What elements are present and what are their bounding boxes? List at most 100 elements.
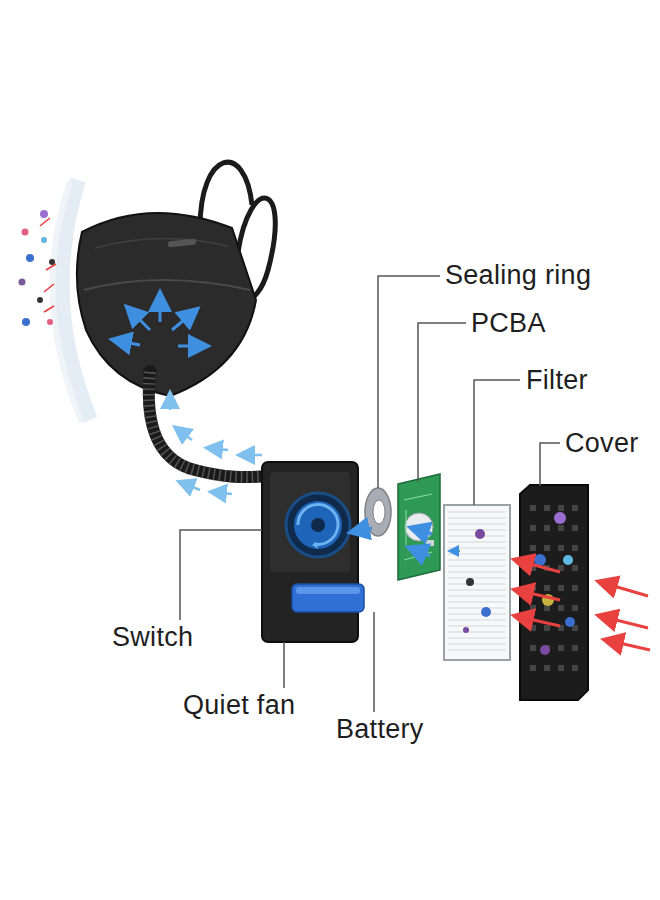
filter-direction [450, 550, 460, 552]
art-shape [530, 605, 536, 611]
art-shape [530, 545, 536, 551]
battery-highlight [296, 587, 360, 594]
art-shape [558, 565, 564, 571]
mask [77, 213, 256, 396]
part-label: Filter [526, 365, 588, 395]
pcb-shape [398, 474, 440, 580]
airflow-arrow [176, 428, 192, 440]
art-shape [544, 545, 550, 551]
airflow-arrow [240, 454, 262, 457]
hose-airflow [170, 394, 262, 494]
hose [149, 372, 268, 477]
art-shape [530, 645, 536, 651]
art-shape [544, 665, 550, 671]
airflow-arrow [212, 492, 232, 494]
particle [47, 319, 53, 325]
deflect-arrow [40, 218, 56, 312]
airflow-arrow [128, 308, 150, 330]
shield-arc-line [53, 182, 82, 422]
filter-pleats [448, 512, 506, 650]
fan-rotation [298, 504, 338, 544]
fan-bay [270, 472, 350, 572]
trapped-particle [463, 627, 469, 633]
art-shape [558, 545, 564, 551]
leader-line [378, 276, 440, 488]
filter-frame [444, 505, 510, 660]
intake-arrow [606, 640, 650, 650]
art-shape [572, 525, 578, 531]
art-shape [530, 625, 536, 631]
pcb-trace [404, 494, 432, 560]
particle [26, 254, 34, 262]
airflow-arrow [180, 482, 200, 490]
leader-line [180, 530, 262, 620]
art-shape [544, 525, 550, 531]
cover-particle [563, 555, 573, 565]
airflow-arrow [352, 528, 372, 532]
particle [22, 318, 30, 326]
art-shape [558, 605, 564, 611]
art-shape [558, 585, 564, 591]
internal-airflow [352, 528, 432, 556]
fan-rotation-head [312, 542, 318, 549]
hose-tube [149, 372, 268, 477]
particle [41, 237, 47, 243]
leader-line [540, 443, 560, 486]
art-shape [572, 565, 578, 571]
airflow-arrow [169, 394, 172, 410]
mask-fold [95, 238, 228, 248]
pcba-board [398, 474, 440, 580]
intake-arrow [516, 560, 560, 572]
pcb-chip [426, 540, 434, 546]
part-label: Switch [112, 622, 193, 652]
particle [40, 210, 48, 218]
art-shape [572, 605, 578, 611]
art-shape [530, 585, 536, 591]
part-label: Battery [336, 714, 424, 744]
trapped-particle [475, 529, 485, 539]
fan-housing [286, 493, 350, 557]
filter [444, 505, 510, 660]
part-label: Cover [565, 428, 639, 458]
ring-hole [373, 500, 385, 524]
leader-line [373, 612, 375, 712]
intake-arrow [516, 616, 560, 626]
pcb-opening [405, 513, 433, 541]
particle [22, 229, 29, 236]
fan-blades [294, 501, 342, 549]
art-shape [530, 525, 536, 531]
airflow-arrow [159, 294, 162, 322]
part-label: PCBA [471, 308, 546, 338]
intake-arrow [600, 616, 648, 628]
airflow-arrow [178, 345, 206, 348]
art-shape [530, 665, 536, 671]
hose-ribs [149, 372, 268, 477]
airflow-arrow [208, 448, 228, 450]
art-shape [544, 625, 550, 631]
art-shape [558, 645, 564, 651]
art-shape [530, 505, 536, 511]
cover-particle [554, 512, 566, 524]
art-shape [558, 525, 564, 531]
art-shape [558, 665, 564, 671]
airflow-arrow [172, 310, 196, 330]
particle [37, 297, 43, 303]
leader-line [418, 323, 466, 482]
part-label: Sealing ring [445, 260, 591, 290]
airflow-arrow [410, 548, 430, 556]
airflow-arrow [412, 528, 432, 534]
particle [19, 279, 26, 286]
leader-line [283, 642, 285, 688]
art-shape [572, 665, 578, 671]
nose-clip [168, 239, 196, 248]
art-shape [572, 585, 578, 591]
intake-arrow [600, 582, 648, 596]
intake-airflow [516, 560, 650, 650]
art-shape [544, 585, 550, 591]
mask-body [77, 213, 256, 396]
cover-particle [565, 617, 575, 627]
mask-fold [84, 280, 250, 290]
art-shape [572, 505, 578, 511]
